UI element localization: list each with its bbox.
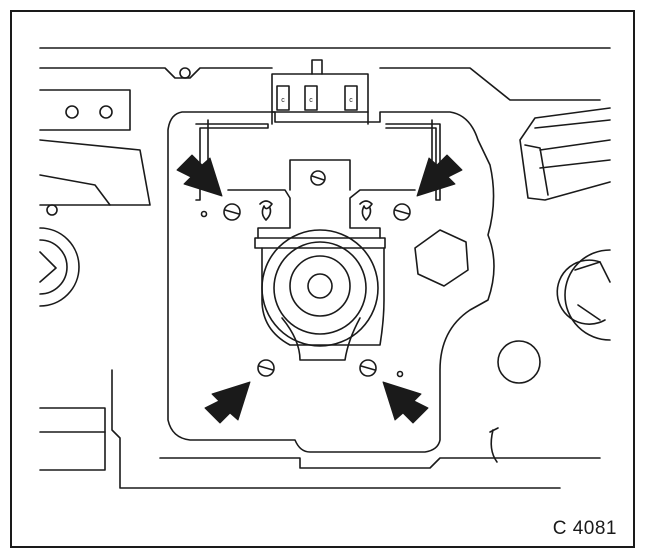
round-cap [497,340,541,384]
left-bracket [39,89,151,216]
pointer-arrow-icon [176,154,463,424]
hex-nut [414,229,469,287]
right-gear [556,249,611,341]
connector-mark: c [349,97,353,104]
figure-code-label: C 4081 [552,518,617,539]
connector-mark: c [309,97,313,104]
right-clip [519,107,611,201]
center-housing [227,159,416,346]
clip-icon [200,200,404,378]
dial-assembly [261,229,379,361]
lower-left-block [39,407,106,471]
housing-outline [39,47,611,489]
screw-icon [223,170,411,377]
connector-block [271,59,369,125]
connector-mark: c [281,97,285,104]
left-gear [39,227,80,307]
hook-mark [489,427,499,463]
